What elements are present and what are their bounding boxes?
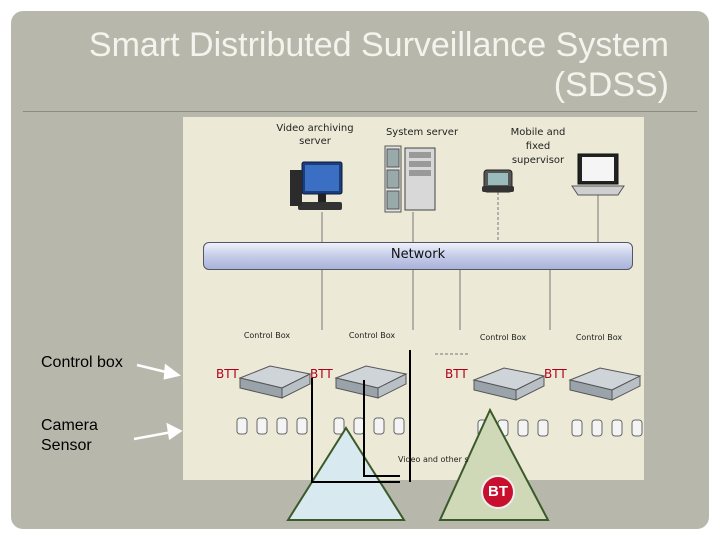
camera-view-triangle-left	[286, 426, 406, 521]
control-box-side-label: Control box	[41, 354, 123, 371]
network-label: Network	[390, 247, 446, 262]
camera-sensor-label-line-2: Sensor	[41, 437, 92, 454]
video-other-signals-label: Video and other s	[398, 455, 469, 464]
laptop-icon	[571, 153, 625, 196]
video-archiving-label-line-1: Video archiving	[276, 123, 354, 134]
video-archiving-workstation-icon	[290, 161, 343, 210]
video-archiving-label-line-2: server	[299, 136, 331, 147]
camera-view-triangle-right	[438, 407, 550, 521]
network-links	[321, 192, 599, 355]
system-server-label: System server	[385, 127, 459, 138]
control-boxes	[238, 365, 642, 401]
title-line-1: Smart Distributed Surveillance System	[88, 26, 669, 64]
btt-label-4: BTT	[544, 367, 567, 381]
title-divider	[23, 111, 697, 112]
video-archiving-server-label: Video archiving server	[262, 122, 368, 148]
btt-label-1: BTT	[216, 367, 239, 381]
side-arrows	[133, 363, 183, 441]
slide-title: Smart Distributed Surveillance System (S…	[29, 25, 669, 105]
mobile-supervisor-label: Mobile and fixed supervisor	[496, 126, 580, 168]
control-box-unit-4	[568, 367, 642, 401]
btt-label-3: BTT	[445, 367, 468, 381]
camera-sensor-label-line-1: Camera	[41, 417, 98, 434]
control-box-label-3: Control Box	[479, 333, 527, 342]
control-box-unit-2	[334, 365, 408, 399]
network-bus	[203, 242, 633, 270]
control-box-unit-1	[238, 365, 312, 399]
control-box-unit-3	[472, 367, 546, 401]
bt-badge-label: BT	[488, 483, 508, 500]
control-box-label-1: Control Box	[243, 331, 291, 340]
control-box-label-4: Control Box	[575, 333, 623, 342]
bt-badge-circle	[481, 475, 515, 509]
system-server-icon	[384, 145, 436, 213]
title-line-2: (SDSS)	[553, 66, 669, 104]
control-box-label-2: Control Box	[348, 331, 396, 340]
mobile-supervisor-line-3: supervisor	[511, 155, 565, 166]
camera-icons	[236, 417, 643, 437]
mobile-supervisor-line-1: Mobile and	[510, 127, 566, 138]
data-path-lines	[311, 350, 411, 483]
mobile-supervisor-line-2: fixed	[525, 141, 551, 152]
mobile-supervisor-device-icon	[482, 169, 514, 193]
btt-label-2: BTT	[310, 367, 333, 381]
